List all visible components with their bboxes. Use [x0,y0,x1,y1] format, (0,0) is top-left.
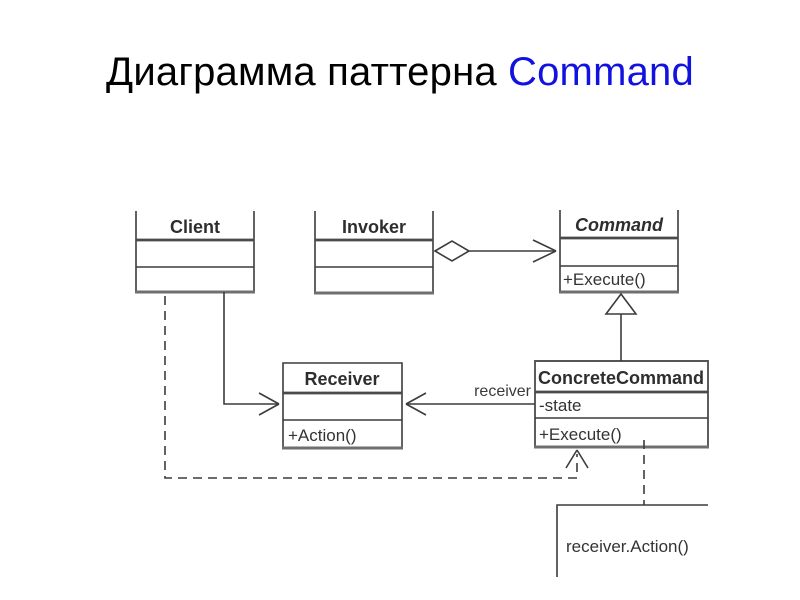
client-receiver-arrowhead [258,392,280,416]
receiver-box-lines [282,362,403,448]
concretecommand-title: ConcreteCommand [538,368,704,388]
aggregation-edge-invoker-command [433,239,557,263]
aggregation-diamond [433,240,471,262]
note-attachment: receiver.Action() [556,440,708,577]
note-text: receiver.Action() [566,537,689,556]
invoker-class: Invoker [314,211,434,295]
slide-title-highlight: Command [508,50,694,94]
dependency-dashed-line [164,296,578,479]
concretecommand-class: ConcreteCommand -state +Execute() [534,360,709,449]
receiver-class: Receiver +Action() [282,362,403,450]
association-edge-concretecommand-receiver: receiver [405,383,535,416]
invoker-box-lines [314,211,434,293]
invoker-title: Invoker [342,217,406,237]
association-edge-client-receiver [223,292,280,416]
concretecommand-method: +Execute() [539,425,622,444]
concretecommand-attribute: -state [539,396,582,415]
command-method: +Execute() [563,270,646,289]
client-receiver-line [223,292,279,405]
aggregation-arrowhead [532,239,557,263]
slide-title-text: Диаграмма паттерна [106,50,497,94]
receiver-role-label: receiver [474,383,532,400]
generalization-triangle [604,292,638,315]
client-class: Client [135,211,255,294]
command-box-lines [559,210,679,292]
concretecommand-receiver-arrowhead [405,392,427,416]
receiver-method: +Action() [288,426,357,445]
command-class: Command +Execute() [559,210,679,294]
command-title: Command [575,215,664,235]
receiver-title: Receiver [304,369,379,389]
client-title: Client [170,217,220,237]
generalization-edge-concretecommand-command [604,292,638,361]
dependency-edge-client-concretecommand [164,296,589,479]
note-box [556,504,708,577]
client-box-lines [135,211,255,292]
dependency-arrowhead [565,449,589,469]
